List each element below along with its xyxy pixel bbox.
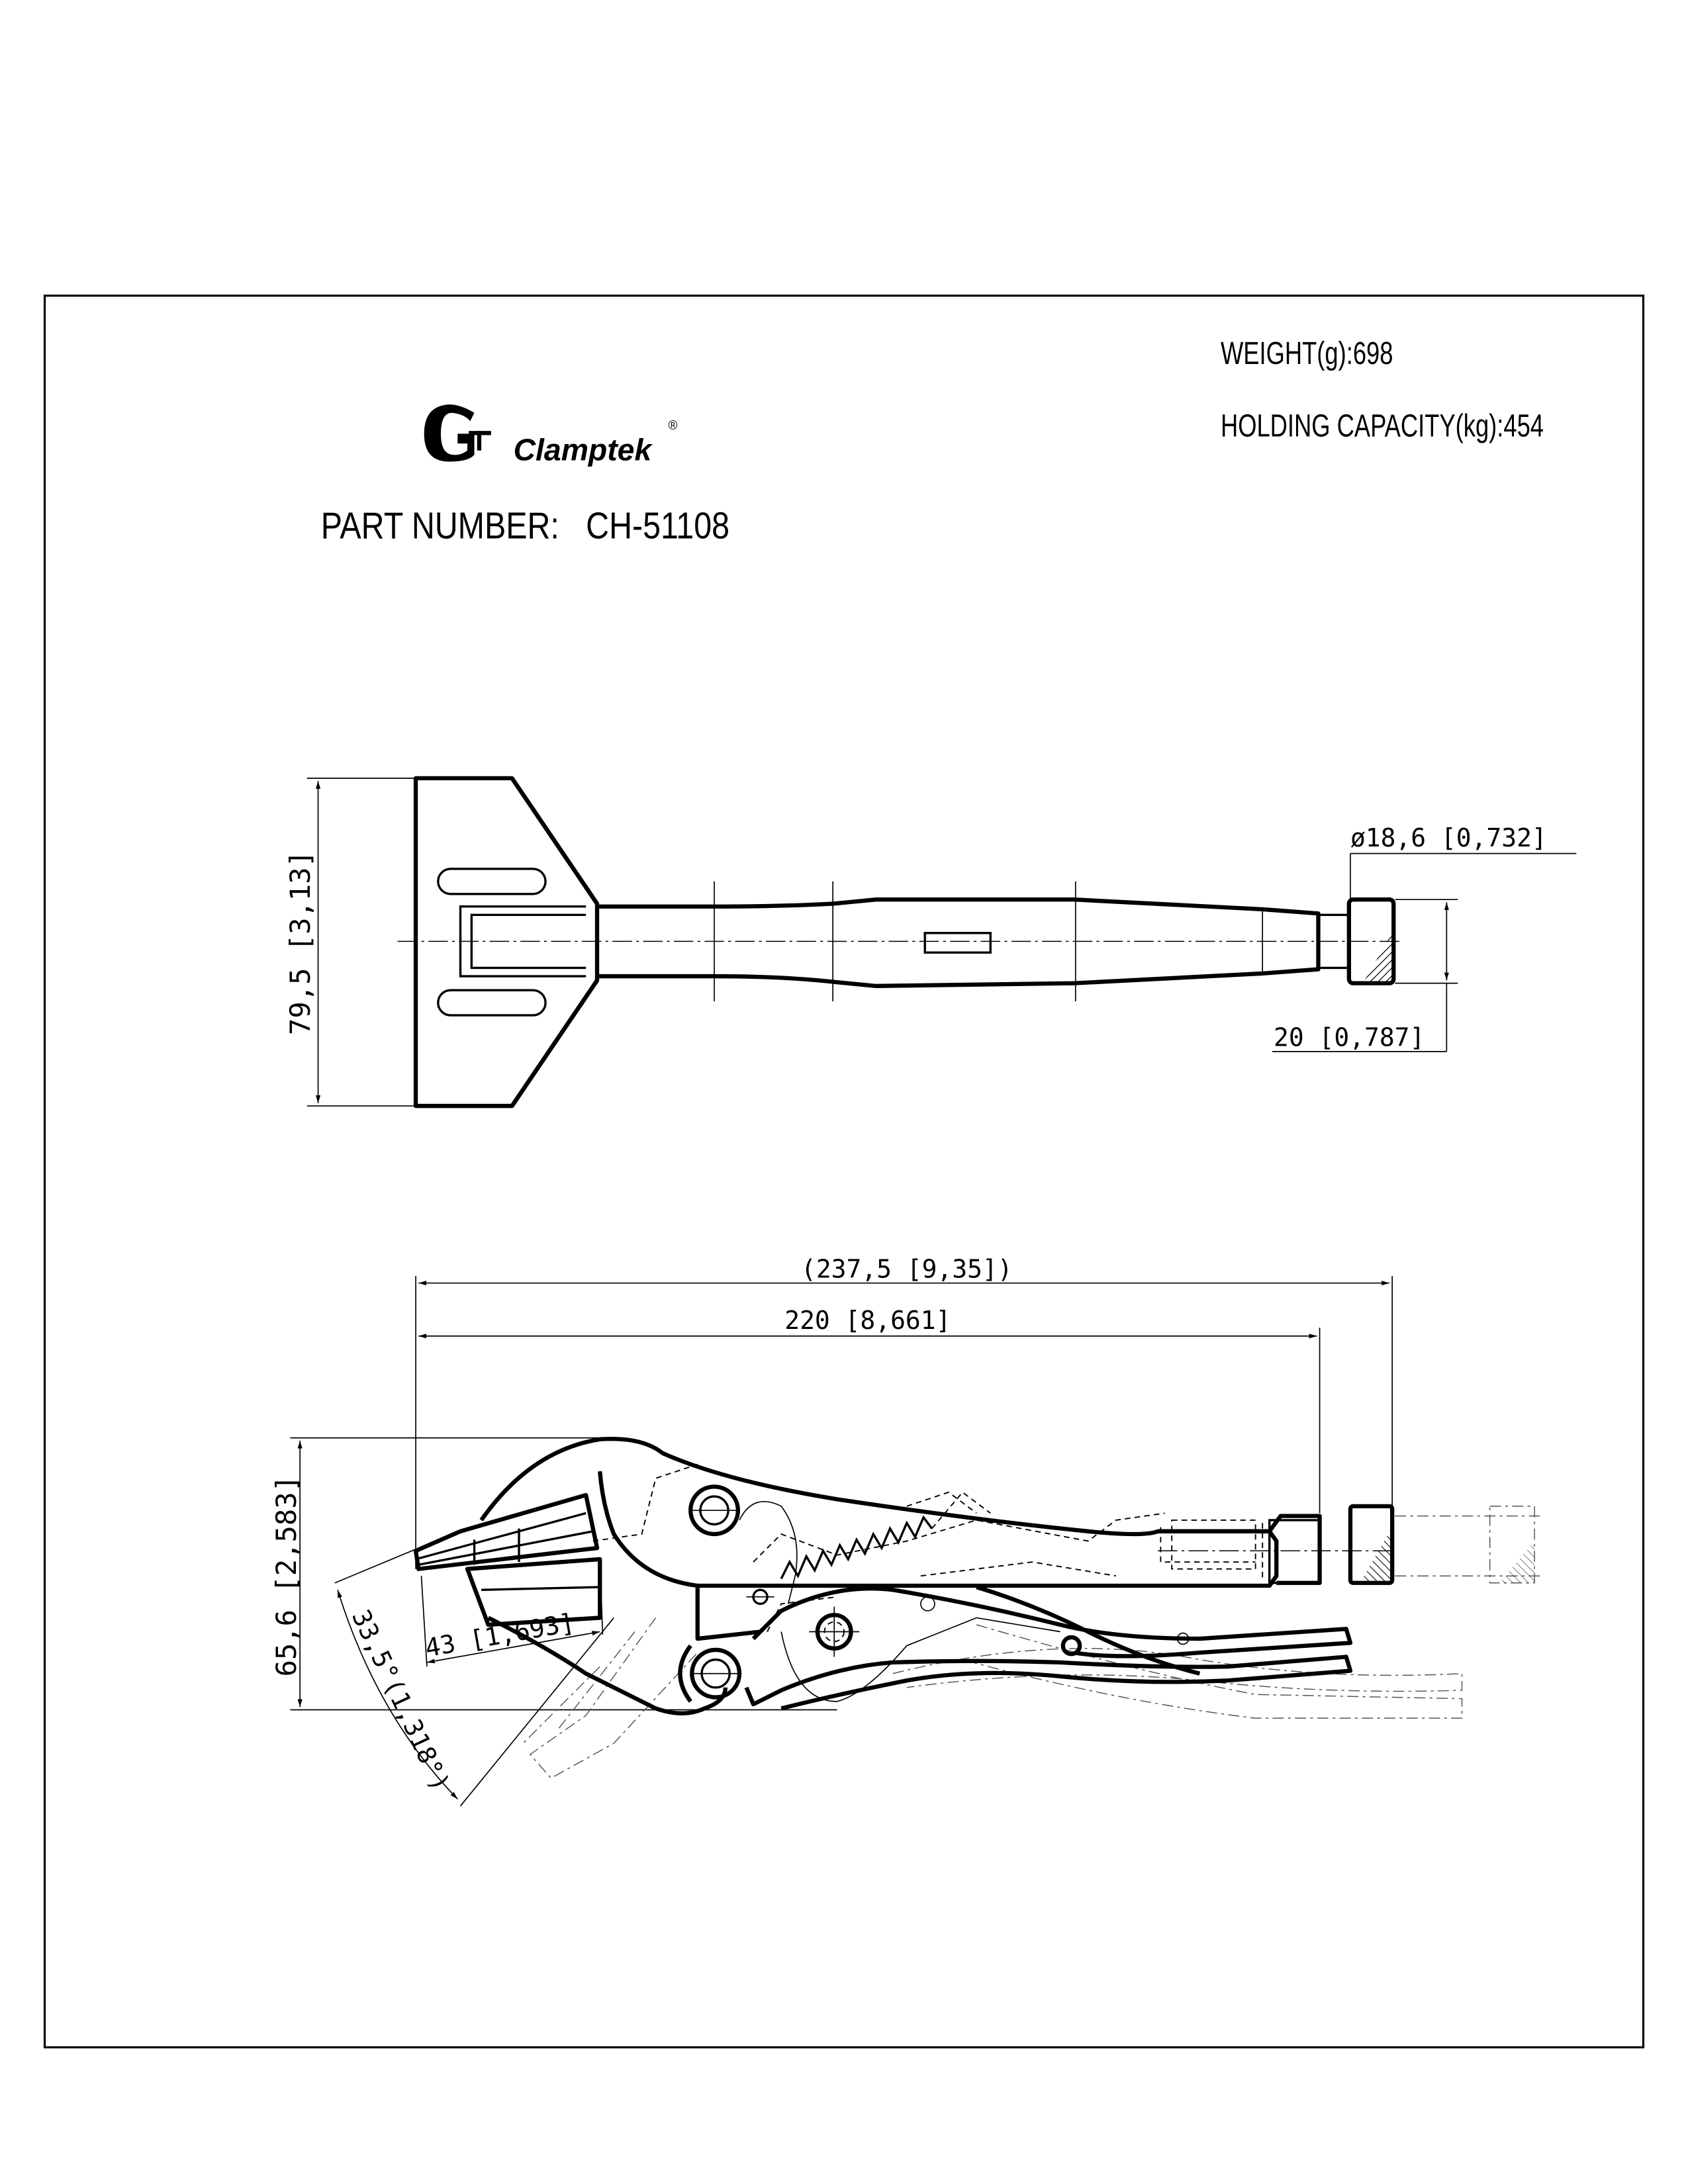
drawing-frame [43,295,1645,2049]
part-number-label: PART NUMBER: [321,505,559,547]
length-dim: 220 [8,661] [784,1306,951,1335]
part-number-value: CH-51108 [586,505,729,547]
top-height-dim: 79,5 [3,13] [284,850,316,1035]
clamptek-logo: Clamptek ® [424,404,677,467]
top-view: 79,5 [3,13] ø18,6 [0,732] 20 [0,787] [284,776,1577,1109]
logo-g-icon [424,404,475,462]
brand-name: Clamptek [514,432,653,467]
side-height-dim: 65,6 [2,583] [270,1475,303,1676]
knob-width-dim: 20 [0,787] [1274,1023,1425,1052]
registered-mark: ® [668,419,677,433]
part-number: PART NUMBER: CH-51108 [321,505,729,547]
side-view: (237,5 [9,35]) 220 [8,661] 65,6 [2,583] [270,1254,1542,1807]
weight-spec: WEIGHT(g):698 [1221,336,1393,371]
pivot-pins [688,1484,1190,1700]
overall-length-dim: (237,5 [9,35]) [801,1254,1013,1283]
holding-capacity-spec: HOLDING CAPACITY(kg):454 [1221,408,1544,444]
knob-diameter-dim: ø18,6 [0,732] [1350,823,1547,852]
